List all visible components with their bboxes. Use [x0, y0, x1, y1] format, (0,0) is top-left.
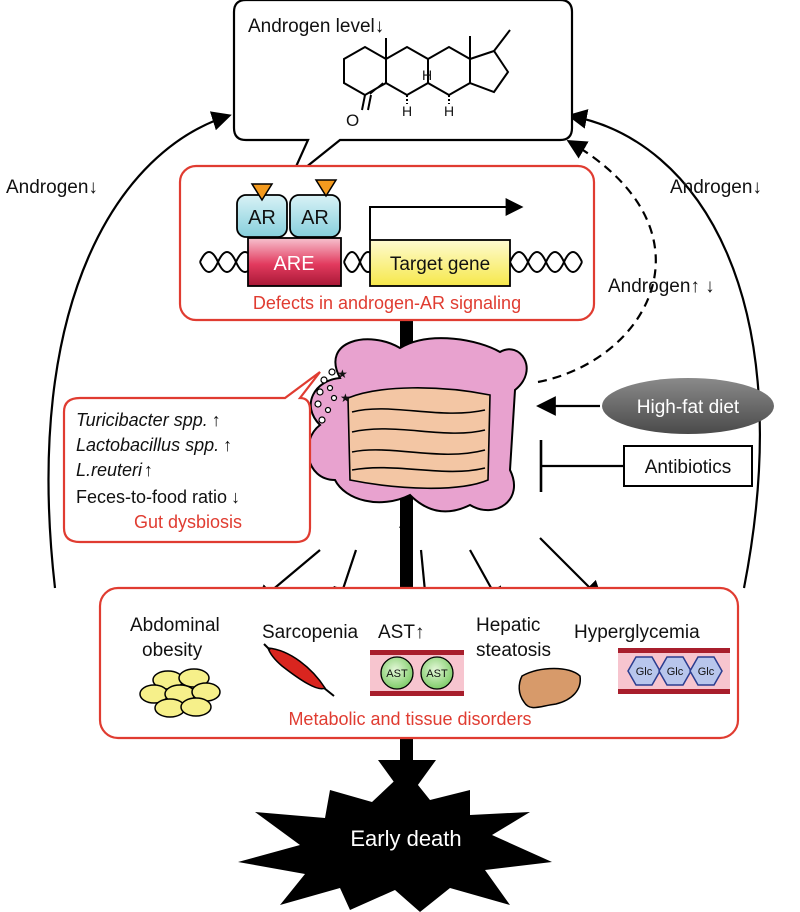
- dashed-arrow-label: Androgen↑ ↓: [608, 276, 715, 297]
- ar-label-right: AR: [301, 207, 329, 229]
- hepatic-label-2: steatosis: [476, 640, 551, 661]
- steroid-h-1: H: [422, 67, 432, 83]
- ar-receptor-right: [289, 194, 341, 238]
- gut-item-turicibacter: Turicibacter spp.↑: [76, 410, 221, 430]
- glc-label: Glc: [636, 666, 653, 678]
- transcription-arrow: [369, 198, 524, 240]
- signaling-title: Defects in androgen-AR signaling: [253, 293, 521, 313]
- gut-dysbiosis-box: Turicibacter spp.↑ Lactobacillus spp.↑ L…: [62, 371, 321, 544]
- ar-label-left: AR: [248, 207, 276, 229]
- steroid-h-3: H: [444, 103, 454, 119]
- androgen-level-label: Androgen level↓: [248, 16, 384, 37]
- ast-cell-label: AST: [426, 668, 448, 680]
- androgen-level-box: Androgen level↓ O H H H: [232, 0, 574, 181]
- antibiotics-label: Antibiotics: [645, 457, 732, 478]
- abdominal-label-2: obesity: [142, 640, 203, 661]
- glc-label: Glc: [698, 666, 715, 678]
- gut-dysbiosis-title: Gut dysbiosis: [134, 512, 242, 532]
- early-death-label: Early death: [350, 826, 461, 851]
- ast-label: AST↑: [378, 622, 424, 643]
- target-gene-label: Target gene: [390, 254, 490, 275]
- steroid-oxygen: O: [346, 111, 359, 130]
- abdominal-label-1: Abdominal: [130, 615, 220, 636]
- glc-label: Glc: [667, 666, 684, 678]
- antibiotics-box: [623, 445, 753, 487]
- high-fat-diet-label: High-fat diet: [637, 397, 740, 418]
- muscle-icon: [263, 643, 335, 697]
- are-label: ARE: [273, 253, 314, 275]
- signaling-box: AR AR ARE Target gene Defects in androge…: [178, 164, 596, 322]
- ast-vessel-icon: [370, 650, 464, 696]
- glucose-vessel-icon: [618, 648, 730, 694]
- hyperglycemia-label: Hyperglycemia: [574, 622, 700, 643]
- gut-item-feces-ratio: Feces-to-food ratio↓: [76, 487, 240, 507]
- steroid-h-2: H: [402, 103, 412, 119]
- right-arrow-label: Androgen↓: [670, 177, 762, 198]
- liver-icon: [518, 667, 581, 709]
- are-element: [247, 237, 342, 287]
- dashed-loop-arrow: [537, 139, 657, 384]
- left-loop-arrow: [47, 111, 232, 589]
- bacteria-star-icon: ★: [340, 391, 351, 405]
- androgen-triangle-icon: [314, 179, 338, 198]
- disorders-box: Abdominal obesity Sarcopenia AST↑ AST AS…: [98, 586, 740, 740]
- androgen-triangle-icon: [250, 183, 274, 202]
- hepatic-label-1: Hepatic: [476, 615, 540, 636]
- steroid-structure-icon: [343, 29, 511, 111]
- bacteria-star-icon: ★: [337, 367, 348, 381]
- right-loop-arrow: [567, 109, 761, 589]
- target-gene-box: [369, 239, 511, 287]
- disorders-title: Metabolic and tissue disorders: [288, 709, 531, 729]
- ast-cell-label: AST: [386, 668, 408, 680]
- fat-cells-icon: [139, 668, 221, 718]
- gut-item-lreuteri: L.reuteri↑: [76, 460, 153, 480]
- sarcopenia-label: Sarcopenia: [262, 622, 359, 643]
- left-arrow-label: Androgen↓: [6, 177, 98, 198]
- gut-item-lactobacillus: Lactobacillus spp.↑: [76, 435, 232, 455]
- early-death-starburst: [238, 770, 552, 912]
- bacteria-icon: [314, 368, 338, 424]
- high-fat-diet-badge: [602, 378, 774, 434]
